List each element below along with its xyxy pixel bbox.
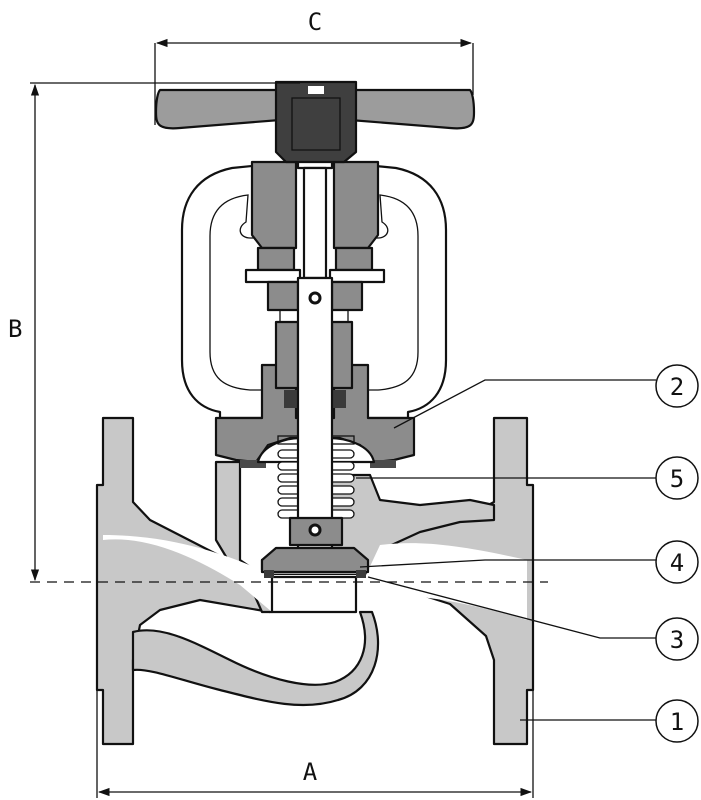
callout-5-label: 5 [670, 465, 684, 493]
callout-4-label: 4 [670, 549, 684, 577]
disc [260, 546, 370, 574]
callout-3-label: 3 [670, 626, 684, 654]
callout-1: 1 [520, 699, 699, 743]
gland-left [250, 160, 298, 250]
handwheel [154, 80, 476, 164]
callout-4: 4 [359, 540, 699, 584]
callout-2: 2 [393, 364, 699, 429]
callout-3: 3 [367, 576, 699, 661]
dimension-b: B [8, 82, 300, 582]
callout-2-label: 2 [670, 373, 684, 401]
gland-right [332, 160, 380, 250]
callout-1-label: 1 [670, 708, 684, 736]
dimension-a-label: A [303, 758, 318, 786]
dimension-b-label: B [8, 315, 22, 343]
handwheel-spokes [154, 88, 282, 130]
dimension-c-label: C [308, 8, 322, 36]
dimension-a: A [96, 690, 534, 798]
yoke-window [209, 194, 281, 391]
body-lower-bowl [131, 610, 380, 707]
handwheel-hub [274, 80, 358, 164]
stem [296, 276, 334, 550]
seat-opening [270, 575, 358, 614]
dimension-c: C [154, 8, 474, 125]
valve-body [95, 416, 535, 746]
callout-5: 5 [356, 456, 699, 500]
